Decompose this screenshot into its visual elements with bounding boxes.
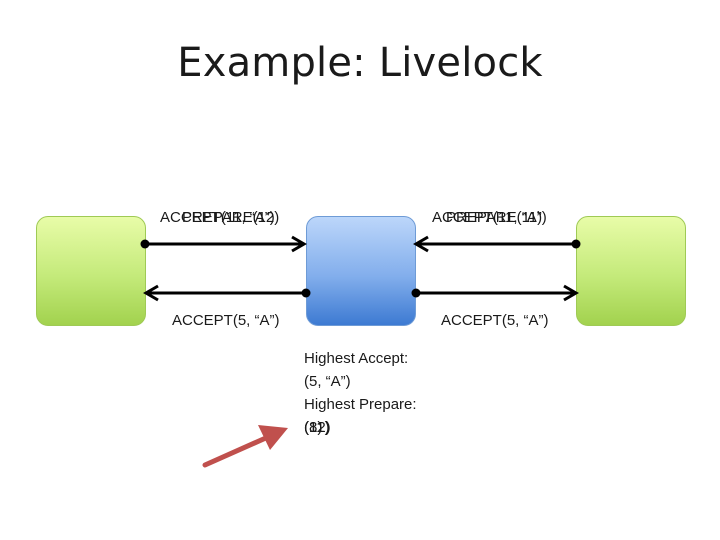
- highest-accept-label: Highest Accept:: [304, 350, 409, 367]
- acceptor-state: Highest Accept: (5, “A”) Highest Prepare…: [304, 347, 417, 439]
- slide-title: Example: Livelock: [177, 40, 543, 86]
- highest-prepare-value-8: (8): [304, 419, 323, 436]
- left-top-arrow: [140, 235, 307, 253]
- right-top-label-accept: ACCEPT(11, “A”): [432, 209, 547, 226]
- acceptor-node[interactable]: [306, 216, 416, 326]
- pointer-arrow: [202, 425, 288, 468]
- highest-prepare-value-12: (12): [304, 419, 331, 436]
- right-bottom-label: ACCEPT(5, “A”): [441, 312, 549, 329]
- highest-prepare-value-11: (11): [304, 419, 330, 436]
- highest-prepare-label: Highest Prepare:: [304, 396, 417, 413]
- proposer-right-node[interactable]: [576, 216, 686, 326]
- highest-prepare-values: (8) (11) (12): [304, 416, 417, 439]
- proposer-left-node[interactable]: [36, 216, 146, 326]
- left-top-label-prepare: PREPARE(12): [182, 209, 280, 226]
- left-bottom-label: ACCEPT(5, “A”): [172, 312, 280, 329]
- right-bottom-arrow: [411, 284, 579, 302]
- right-top-arrow: [413, 235, 581, 253]
- highest-accept-value: (5, “A”): [304, 373, 351, 390]
- left-top-label-accept: ACCEPT(11, “A”): [160, 209, 275, 226]
- right-top-label-prepare: PREPARE(11): [446, 209, 543, 226]
- left-bottom-arrow: [143, 284, 311, 302]
